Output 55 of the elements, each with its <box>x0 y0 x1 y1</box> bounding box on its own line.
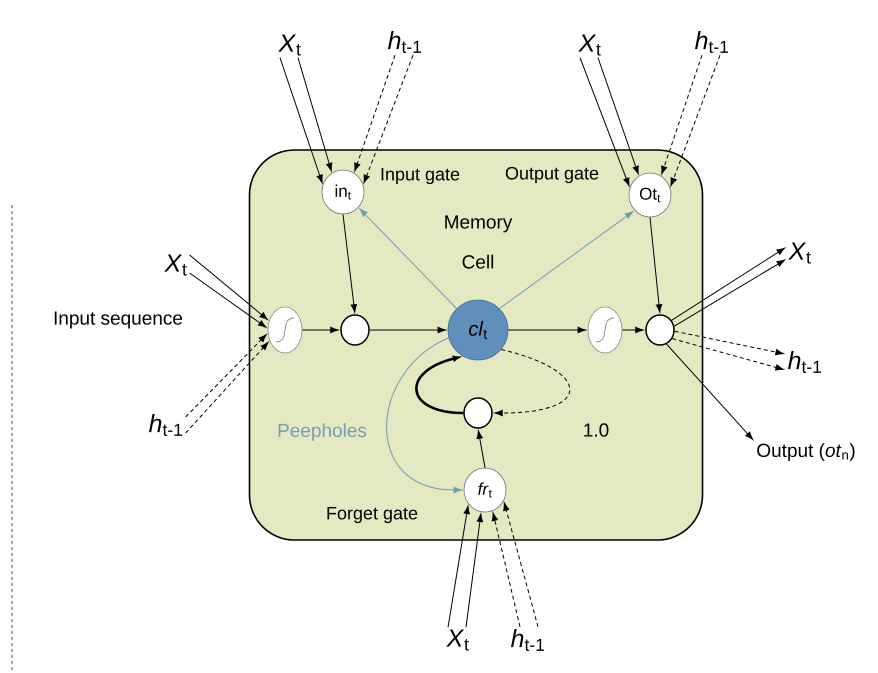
multiply-symbol <box>340 314 370 346</box>
arrow <box>494 349 570 416</box>
multiply-symbol <box>645 314 675 346</box>
arrow <box>189 254 268 320</box>
arrow <box>674 330 784 356</box>
arrow <box>189 272 266 328</box>
variable-label: X$_{t}$ <box>578 34 601 56</box>
gate-label: Output gate <box>506 166 598 184</box>
arrow <box>671 248 786 321</box>
arrow <box>503 502 538 628</box>
variable-label: h$_{t-1}$ <box>788 351 822 373</box>
variable-label: h$_{t-1}$ <box>511 629 544 651</box>
arrow <box>415 356 464 414</box>
sigmoid-symbol <box>588 306 622 354</box>
arrow <box>499 211 634 309</box>
arrow <box>342 214 357 313</box>
multiply-symbol <box>463 397 493 429</box>
variable-label: h$_{t-1}$ <box>388 31 422 53</box>
arrow <box>672 338 784 371</box>
arrow <box>661 54 702 174</box>
arrow <box>674 260 785 327</box>
edge-label: 1.0 <box>582 422 610 438</box>
arrow <box>508 326 586 334</box>
arrow <box>492 512 520 628</box>
arrow <box>670 54 720 186</box>
arrow <box>302 326 339 334</box>
arrow <box>622 326 644 334</box>
variable-label: X$_{t}$ <box>278 34 301 56</box>
gate-label: Forget gate <box>327 506 418 524</box>
arrow <box>360 208 457 309</box>
arrow <box>476 430 486 468</box>
arrow <box>598 57 639 174</box>
arrow <box>386 337 462 494</box>
output-label: Output (ot$_{n}$) <box>757 443 854 461</box>
arrow <box>369 326 446 334</box>
text-label: Peepholes <box>278 423 366 441</box>
arrow <box>298 57 332 172</box>
sigmoid-symbol <box>268 306 302 354</box>
variable-label: X$_{t}$ <box>446 629 469 651</box>
variable-label: h$_{t-1}$ <box>695 31 728 53</box>
arrow <box>185 334 267 418</box>
arrow <box>354 54 396 172</box>
variable-label: X$_{t}$ <box>788 242 811 264</box>
arrow <box>280 57 323 184</box>
arrow <box>666 344 754 440</box>
arrow <box>448 506 470 628</box>
arrow <box>580 57 630 186</box>
arrow <box>185 342 269 434</box>
variable-label: X$_{t}$ <box>164 254 187 276</box>
gate-label: Input gate <box>382 168 460 184</box>
arrow <box>364 54 414 184</box>
arrow <box>650 216 662 313</box>
text-label: Input sequence <box>54 312 182 328</box>
arrow <box>466 514 484 628</box>
variable-label: h$_{t-1}$ <box>149 414 182 436</box>
